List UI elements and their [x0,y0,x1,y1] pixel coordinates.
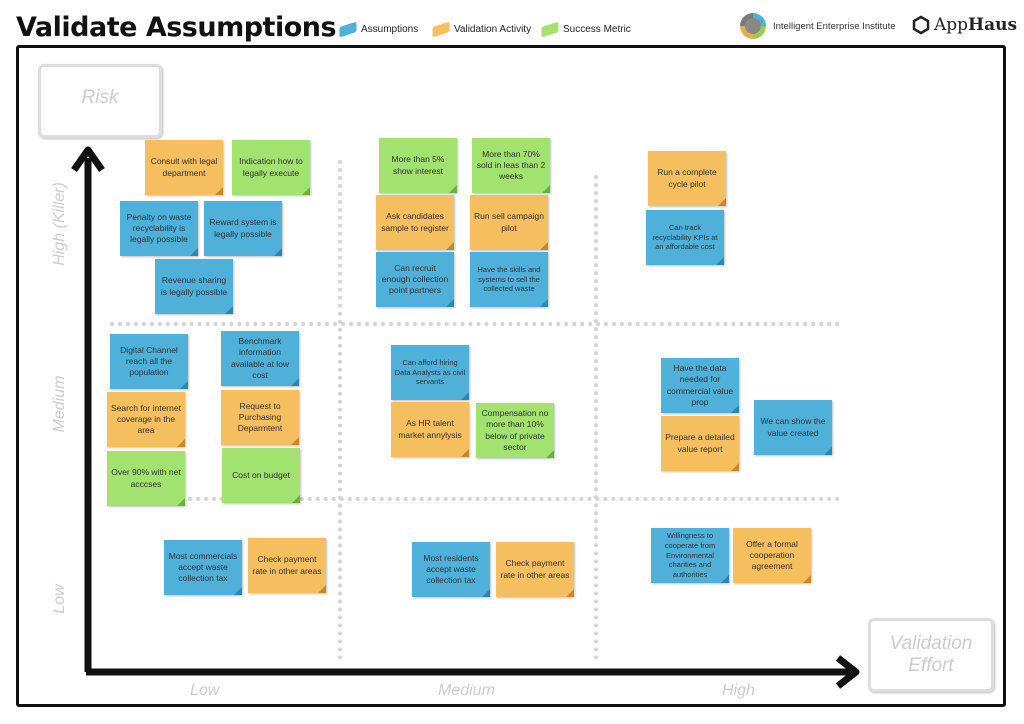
sticky-note-blue[interactable]: Penalty on waste recyclability is legall… [120,201,198,256]
sticky-note-orange[interactable]: Consult with legal department [145,140,223,195]
sticky-note-green[interactable]: Over 90% with net acccses [107,451,185,506]
y-level-high: High (Killer) [51,182,68,266]
legend-success-metric: Success Metric [541,21,631,38]
sticky-note-orange[interactable]: Run sell campaign pilot [470,195,548,250]
legend-label: Success Metric [563,24,631,35]
y-level-medium: Medium [51,375,68,433]
sticky-note-orange[interactable]: Run a complete cycle pilot [648,151,726,206]
y-level-low: Low [51,584,68,614]
sticky-note-green[interactable]: More than 70% sold in leas than 2 weeks [472,138,550,193]
legend-label: Assumptions [361,24,419,35]
iei-logo: Intelligent Enterprise Institute [740,13,896,39]
x-level-medium: Medium [438,682,495,699]
sticky-note-blue[interactable]: Digital Channel reach all the population [110,334,188,389]
page-title: Validate Assumptions [16,12,337,43]
sticky-note-blue[interactable]: We can show the value created [754,400,832,455]
sticky-note-blue[interactable]: Have the data needed for commercial valu… [661,358,739,413]
divider-vertical [594,175,598,660]
matrix-board [16,45,1006,707]
sticky-note-orange[interactable]: Search for internet coverage in the area [107,392,185,447]
sticky-note-blue[interactable]: Reward system is legally possible [204,201,282,256]
sticky-note-blue[interactable]: Revenue sharing is legally possible [155,259,233,314]
iei-name: Intelligent Enterprise Institute [773,20,896,32]
sticky-note-blue[interactable]: Can afford hiring Data Analysts as civil… [391,345,469,400]
sticky-note-orange[interactable]: Offer a formal cooperation agreement [733,528,811,583]
sticky-note-orange[interactable]: Request to Purchasing Deparmtent [221,390,299,445]
sticky-note-blue[interactable]: Can track recyclability KPIs at an affor… [646,210,724,265]
sticky-note-blue[interactable]: Most commercials accept waste collection… [164,540,242,595]
sticky-note-blue[interactable]: Have the skills and systems to sell the … [470,252,548,307]
sticky-note-green[interactable]: Cost on budget [222,448,300,503]
sticky-note-green[interactable]: Indication how to legally execute [232,140,310,195]
divider-horizontal [180,497,840,501]
sticky-note-blue[interactable]: Most residents accept waste collection t… [412,542,490,597]
sticky-note-green[interactable]: More than 5% show interest [379,138,457,193]
sticky-note-blue[interactable]: Can recruit enough collection point part… [376,252,454,307]
iei-logo-icon [740,13,766,39]
sticky-note-orange[interactable]: Ask candidates sample to register [376,195,454,250]
apphaus-name-a: App [934,15,969,35]
hexagon-icon [912,15,930,35]
sticky-note-orange[interactable]: Check payment rate in other areas [248,538,326,593]
apphaus-name-b: Haus [968,15,1018,35]
legend-validation-activity: Validation Activity [432,21,532,38]
x-level-low: Low [190,682,220,699]
divider-vertical [338,160,342,660]
legend-assumptions: Assumptions [339,21,419,38]
risk-axis-title: Risk [38,64,162,138]
sticky-note-orange[interactable]: As HR talent market annylysis [391,402,469,457]
sticky-note-blue[interactable]: Benchmark information available at low c… [221,331,299,386]
x-level-high: High [722,682,755,699]
sticky-note-orange[interactable]: Check payment rate in other areas [496,542,574,597]
divider-horizontal [110,322,840,326]
sticky-note-blue[interactable]: Willingness to cooperate from Environmen… [651,528,729,583]
sticky-note-orange[interactable]: Prepare a detailed value report [661,416,739,471]
sticky-note-green[interactable]: Compensation no more than 10% below of p… [476,403,554,458]
legend-label: Validation Activity [454,24,532,35]
